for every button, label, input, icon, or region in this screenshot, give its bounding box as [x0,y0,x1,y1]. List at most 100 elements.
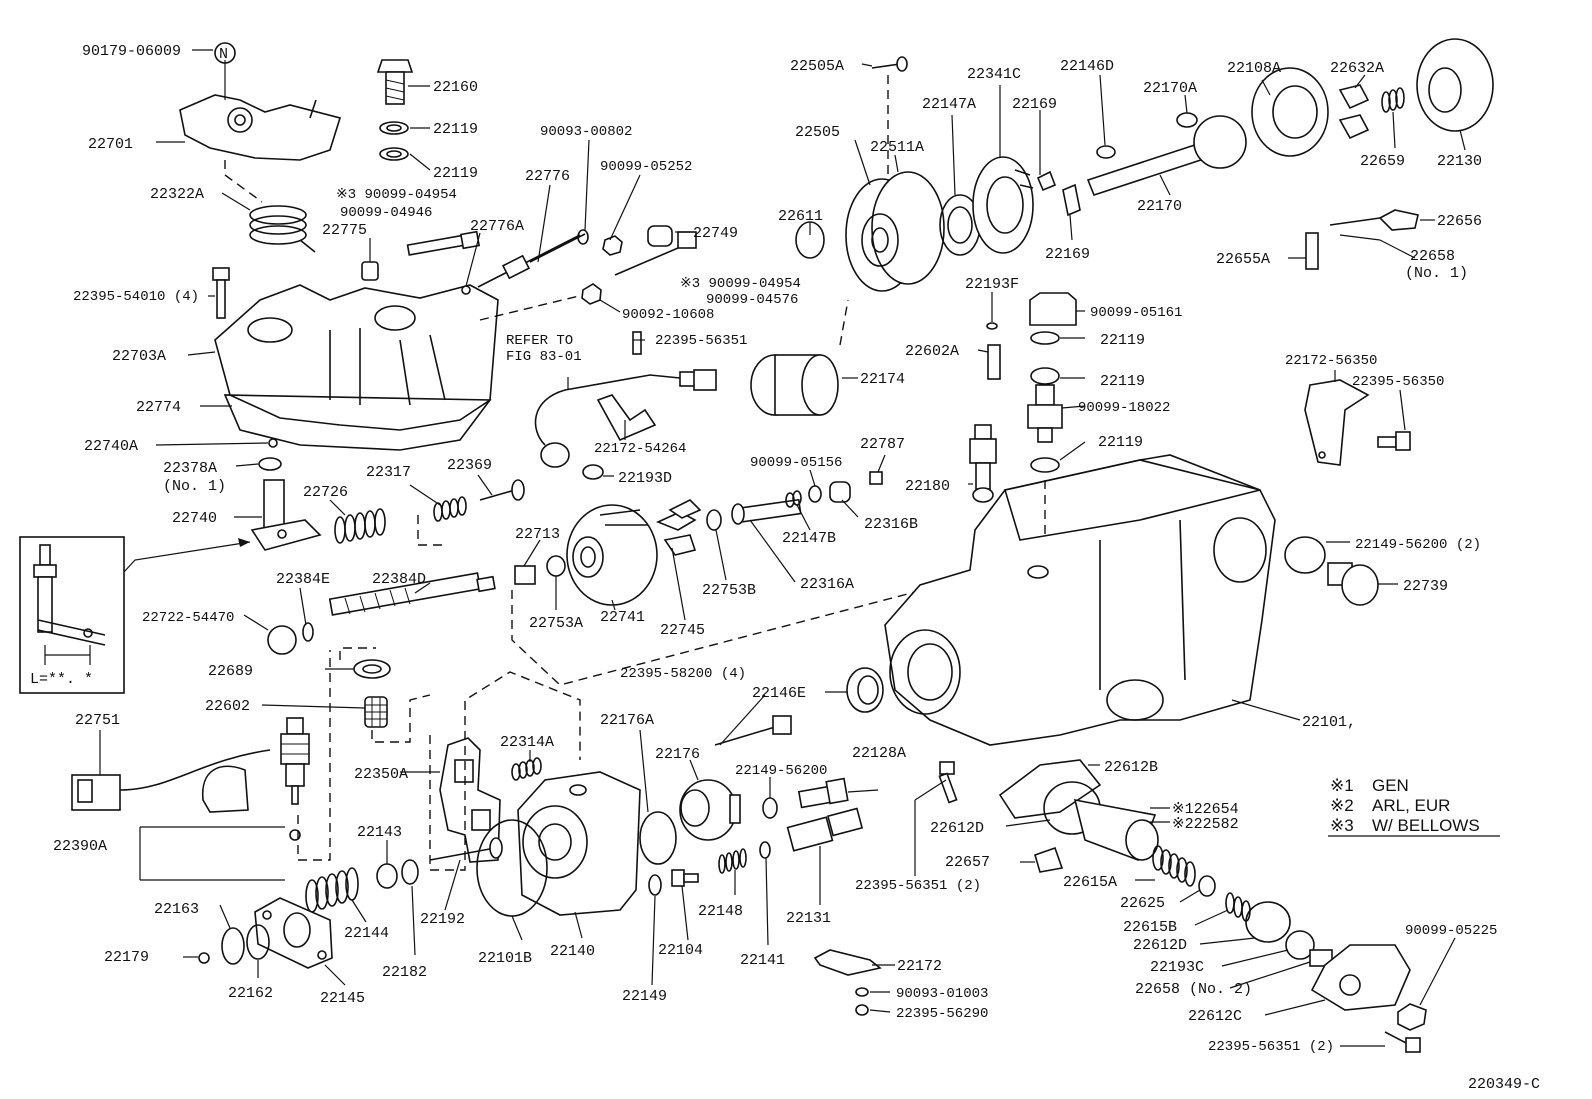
label-22169-b: 22169 [1045,246,1090,263]
o-ring-22193d-icon [582,464,604,480]
label-22119-a: 22119 [433,121,478,138]
label-22395-56351-c: 22395-56351 (2) [1208,1039,1334,1055]
label-22395-56350: 22395-56350 [1352,374,1444,390]
label-22317: 22317 [366,464,411,481]
lever-22740-icon [250,479,322,551]
damper-22632a-icon [1338,84,1370,140]
label-22180: 22180 [905,478,950,495]
spring-22144-icon [305,867,359,913]
nut-90099-05225-icon [1397,1003,1427,1031]
label-22656: 22656 [1437,213,1482,230]
spring-22314a-icon [511,757,542,781]
label-22741: 22741 [600,609,645,626]
legend-mark-1: ※1 [1330,776,1354,795]
label-22128a: 22128A [852,745,906,762]
label-22130: 22130 [1437,153,1482,170]
pin-22655a-icon [1305,232,1319,270]
adjuster-22658-no2-icon [1309,949,1333,967]
plunger-22192-icon [429,837,503,861]
label-22625: 22625 [1120,895,1165,912]
label-90099-04954-b: ※3 90099-04954 [680,276,801,292]
sensor-cable-icon [534,369,717,468]
refer-note-line2: FIG 83-01 [506,349,582,365]
label-90099-05225: 90099-05225 [1405,923,1497,939]
label-22612b: 22612B [1104,759,1158,776]
label-22505a: 22505A [790,58,844,75]
label-22776a: 22776A [470,218,524,235]
label-22615b: 22615B [1123,919,1177,936]
label-22611: 22611 [778,208,823,225]
label-22108a: 22108A [1227,60,1281,77]
label-90099-04954-a: ※3 90099-04954 [336,187,457,203]
label-22119-d: 22119 [1100,373,1145,390]
label-22659: 22659 [1360,153,1405,170]
label-22378a-no: (No. 1) [163,478,226,495]
label-22787: 22787 [860,436,905,453]
label-22753a: 22753A [529,615,583,632]
label-90179-06009: 90179-06009 [82,43,181,60]
label-22654: ※122654 [1172,801,1239,818]
diagram-id: 220349-C [1468,1076,1540,1093]
label-90099-04946: 90099-04946 [340,205,432,221]
screw-22395-56351-c-icon [1384,1031,1421,1053]
nut-22775-icon [361,261,379,281]
label-22101: 22101, [1302,714,1356,731]
filter-22602-icon [364,696,388,728]
screw-22505a-icon [871,56,908,72]
label-22395-54010: 22395-54010 (4) [73,289,199,305]
label-22378a: 22378A [163,460,217,477]
plug-22739-icon [1327,562,1379,606]
screw-22395-54010-icon [212,267,230,319]
valve-22180-icon [969,424,997,503]
drawing: N [19,38,1500,1053]
label-22657: 22657 [945,854,990,871]
label-22149-56200-b: 22149-56200 (2) [1355,537,1481,553]
bracket-22172-icon [813,949,882,976]
ring-22149-56200-b-icon [1284,536,1326,574]
label-22745: 22745 [660,622,705,639]
o-ring-22176a-icon [639,811,677,865]
label-22146e: 22146E [752,685,806,702]
ring-22689-icon [353,659,391,679]
label-22163: 22163 [154,901,199,918]
label-22505: 22505 [795,124,840,141]
label-22119-c: 22119 [1100,332,1145,349]
pin-22369-icon [479,479,525,501]
bolt-22160-icon [376,59,414,105]
label-22179: 22179 [104,949,149,966]
label-22143: 22143 [357,824,402,841]
label-22632a: 22632A [1330,60,1384,77]
label-22172-54264: 22172-54264 [594,441,686,457]
label-22369: 22369 [447,457,492,474]
label-22193f: 22193F [965,276,1019,293]
legend-mark-3: ※3 [1330,816,1354,835]
label-22350a: 22350A [354,766,408,783]
washer-22149-56200-a-icon [762,797,778,819]
label-90099-04576: 90099-04576 [706,292,798,308]
nut-90099-05252-icon [602,235,623,256]
label-22703a: 22703A [112,348,166,365]
clamp-22172-54264-icon [596,394,657,442]
leader-lines [99,49,1466,1047]
label-22119-b: 22119 [433,165,478,182]
label-22193c: 22193C [1150,959,1204,976]
washer-22162-icon [246,924,270,960]
washer-22143-icon [376,863,398,889]
label-22713: 22713 [515,526,560,543]
label-22193d: 22193D [618,470,672,487]
label-22146d: 22146D [1060,58,1114,75]
housing-22612c-icon [1310,944,1411,1011]
delivery-valve-22176-icon [679,779,741,841]
coupling-22108a-icon [1251,67,1329,157]
label-22170a: 22170A [1143,80,1197,97]
drive-gear-22505-icon [845,171,945,292]
label-22316a: 22316A [800,576,854,593]
inset-detail: L=**. * [19,536,251,694]
label-22658-no1: (No. 1) [1405,265,1468,282]
label-90093-01003: 90093-01003 [896,986,988,1002]
label-22149-56200-a: 22149-56200 [735,763,827,779]
label-22395-56351-b: 22395-56351 (2) [855,878,981,894]
adjusting-screw-22776-icon [477,233,586,288]
label-90099-05252: 90099-05252 [600,159,692,175]
